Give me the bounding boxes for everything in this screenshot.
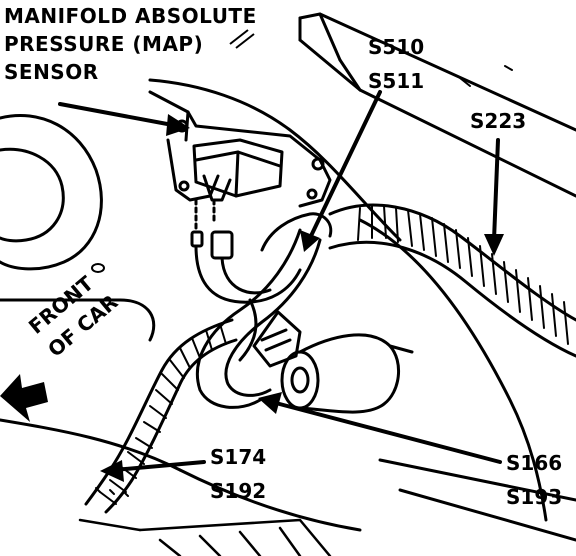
map-sensor-bracket <box>148 90 332 208</box>
splice-s510: S510 <box>368 35 425 59</box>
leader-s174 <box>112 460 206 472</box>
splice-s174: S174 <box>210 445 267 469</box>
leader-s223 <box>492 138 500 242</box>
front-of-car-arrow <box>0 374 48 422</box>
arrowhead-s174 <box>100 460 124 482</box>
main-harness-conduit <box>328 203 576 358</box>
splice-s174-s192-label: S174 S192 <box>210 440 266 508</box>
leader-s510 <box>308 90 382 240</box>
leader-map-sensor <box>58 102 180 128</box>
splice-s166: S166 <box>506 451 563 475</box>
radiator-support-slats <box>78 518 332 556</box>
splice-s510-s511-label: S510 S511 <box>368 30 424 98</box>
main-harness-ribs <box>357 205 569 345</box>
splice-s193: S193 <box>506 485 563 509</box>
leader-s166 <box>270 400 502 464</box>
map-sensor-label-line-3: SENSOR <box>4 60 99 84</box>
arrowhead-s223 <box>484 234 504 256</box>
map-sensor-label-line-1: MANIFOLD ABSOLUTE <box>4 4 257 28</box>
arrowhead-s166 <box>258 392 282 414</box>
splice-s511: S511 <box>368 69 425 93</box>
arrowhead-s510 <box>300 230 320 252</box>
splice-marks <box>95 487 129 497</box>
arrowhead-map-sensor <box>166 114 190 136</box>
map-sensor-label: MANIFOLD ABSOLUTE PRESSURE (MAP) SENSOR <box>4 2 257 86</box>
body-contours <box>0 78 576 542</box>
splice-s166-s193-label: S166 S193 <box>506 446 562 514</box>
left-harness-ribs <box>99 323 227 505</box>
leader-arrows <box>0 90 504 482</box>
splice-s192: S192 <box>210 479 267 503</box>
map-sensor-label-line-2: PRESSURE (MAP) <box>4 32 204 56</box>
distributor <box>280 333 414 414</box>
cowl-panel <box>298 12 576 198</box>
splice-s223-label: S223 <box>470 104 526 138</box>
center-harness-loop <box>195 228 322 409</box>
label-hatch <box>229 29 255 49</box>
strut-tower <box>0 113 156 342</box>
splice-s223: S223 <box>470 109 527 133</box>
